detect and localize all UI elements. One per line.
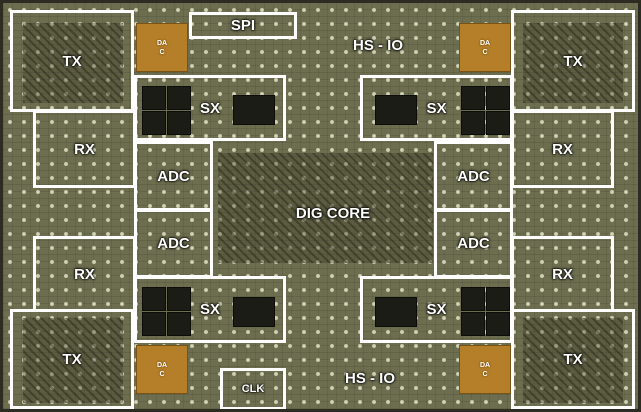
dac-tile-bottom-left: DA C	[136, 345, 188, 394]
circuit-texture-bottom-right	[523, 318, 623, 403]
dac-label: DA C	[479, 361, 491, 378]
rx-label: RX	[74, 265, 95, 283]
adc-block-top-left: ADC	[134, 141, 213, 211]
inductor-pad	[461, 287, 485, 311]
dac-label: DA C	[156, 39, 168, 56]
tx-label: TX	[563, 52, 583, 70]
inductor-pad	[461, 86, 485, 110]
sx-label: SX	[199, 301, 220, 318]
inductor-pad	[142, 287, 166, 311]
sx-block-top-right: SX	[360, 75, 513, 141]
inductor-pad	[142, 111, 166, 135]
inductor-pad	[486, 287, 510, 311]
spi-label: SPI	[230, 17, 256, 34]
rx-block-top-right: RX	[511, 110, 614, 188]
inductor-pad	[233, 95, 275, 125]
tx-block-bottom-right: TX	[511, 309, 635, 409]
sx-block-top-left: SX	[134, 75, 286, 141]
circuit-texture-top-right	[523, 23, 623, 103]
sx-block-bottom-right: SX	[360, 276, 513, 343]
rx-label: RX	[552, 140, 573, 158]
adc-label: ADC	[457, 167, 490, 185]
tx-label: TX	[62, 52, 82, 70]
tx-block-top-right: TX	[511, 10, 635, 112]
rx-label: RX	[552, 265, 573, 283]
hs-io-label: HS - IO	[344, 369, 395, 387]
adc-label: ADC	[157, 235, 190, 252]
rx-label: RX	[74, 140, 95, 158]
clk-block: CLK	[220, 368, 286, 409]
inductor-pad	[167, 287, 191, 311]
sx-block-bottom-left: SX	[134, 276, 286, 343]
inductor-pad	[233, 297, 275, 327]
adc-block-bottom-right: ADC	[434, 209, 513, 278]
rx-block-bottom-left: RX	[33, 236, 136, 312]
hs-io-label: HS - IO	[352, 36, 403, 54]
tx-block-top-left: TX	[10, 10, 134, 112]
inductor-pad	[461, 111, 485, 135]
hs-io-top-region: HS - IO	[333, 33, 423, 57]
circuit-texture-top-left	[23, 23, 123, 103]
sx-label: SX	[426, 301, 447, 318]
tx-block-bottom-left: TX	[10, 309, 134, 409]
hs-io-bottom-region: HS - IO	[325, 366, 415, 390]
adc-label: ADC	[157, 167, 190, 185]
dac-tile-top-right: DA C	[459, 23, 511, 72]
circuit-texture-bottom-left	[23, 318, 123, 403]
dac-tile-top-left: DA C	[136, 23, 188, 72]
spi-block: SPI	[189, 12, 297, 39]
dig-core-region: DIG CORE	[273, 201, 393, 225]
inductor-pad	[461, 312, 485, 336]
rx-block-top-left: RX	[33, 110, 136, 188]
tx-label: TX	[62, 350, 82, 368]
inductor-pad	[142, 86, 166, 110]
inductor-pad	[486, 312, 510, 336]
adc-block-bottom-left: ADC	[134, 209, 213, 278]
inductor-pad	[167, 312, 191, 336]
adc-label: ADC	[457, 235, 490, 252]
dac-tile-bottom-right: DA C	[459, 345, 511, 394]
inductor-pad	[375, 297, 417, 327]
inductor-pad	[486, 111, 510, 135]
inductor-pad	[167, 86, 191, 110]
clk-label: CLK	[241, 382, 265, 395]
sx-label: SX	[426, 99, 447, 117]
circuit-texture-core	[218, 153, 433, 263]
inductor-pad	[142, 312, 166, 336]
dac-label: DA C	[479, 39, 491, 56]
inductor-pad	[167, 111, 191, 135]
inductor-pad	[486, 86, 510, 110]
dac-label: DA C	[156, 361, 168, 378]
rx-block-bottom-right: RX	[511, 236, 614, 312]
tx-label: TX	[563, 350, 583, 368]
adc-block-top-right: ADC	[434, 141, 513, 211]
inductor-pad	[375, 95, 417, 125]
dig-core-label: DIG CORE	[295, 204, 371, 222]
sx-label: SX	[199, 99, 220, 117]
